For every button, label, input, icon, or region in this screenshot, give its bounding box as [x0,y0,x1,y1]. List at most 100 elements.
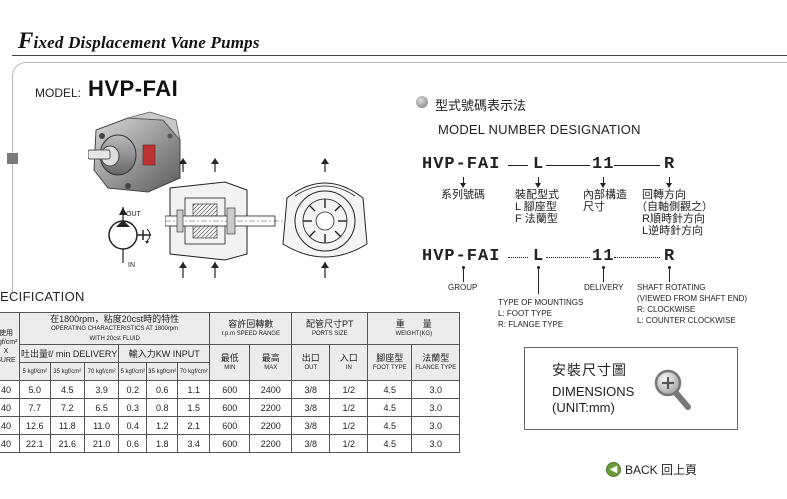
table-cell: 22.1 [19,434,51,453]
table-cell: 2200 [249,398,293,417]
leader-line [538,268,539,294]
back-link[interactable]: ◀ BACK 回上頁 [606,461,697,478]
code-dash [508,165,528,166]
table-cell: 2200 [249,416,293,435]
back-label: BACK 回上頁 [625,463,698,477]
label-mount-zh: F 法蘭型 [515,213,558,225]
table-cell: 4.5 [367,416,413,435]
spec-header-delivery: 吐出量ℓ/ min DELIVERY [18,344,120,363]
table-cell: 3.0 [411,416,461,435]
code-series: HVP-FAI [422,247,501,266]
model-label: MODEL: [35,86,82,100]
table-cell: 3/8 [291,416,331,435]
label-rotation-zh: L逆時針方向 [642,225,704,237]
table-cell: 3/8 [291,398,331,417]
zoom-in-icon[interactable] [654,369,692,411]
table-cell: 21.0 [83,434,120,453]
label-rotation-en: SHAFT ROTATING [637,283,706,292]
leader-dot [602,266,605,269]
label-rotation-zh: 回轉方向 [642,189,686,201]
table-cell: 11.8 [49,416,85,435]
table-cell: 1/2 [329,398,369,417]
arrow-down-icon [600,183,606,188]
code-dash [546,165,590,166]
table-cell: 1.5 [177,398,211,417]
table-cell: 3.0 [411,434,461,453]
table-cell: 6.5 [83,398,120,417]
label-delivery-en: DELIVERY [584,283,624,292]
table-cell: 600 [209,380,251,399]
table-cell: 40 [0,416,20,435]
back-arrow-icon: ◀ [606,462,621,477]
spec-header-p35: 35 kgf/cm² [49,362,85,381]
table-cell: 4.5 [367,380,413,399]
table-cell: 1.8 [146,434,179,453]
table-cell: 3.9 [83,380,120,399]
table-cell: 1.1 [177,380,211,399]
table-cell: 12.6 [19,416,51,435]
label-series-zh: 系列號碼 [441,189,485,201]
table-cell: 3/8 [291,380,331,399]
table-cell: 1.2 [146,416,179,435]
dimensions-title-en: DIMENSIONS [552,384,635,399]
code-dash [546,257,590,258]
page-title: Fixed Displacement Vane Pumps [18,28,260,53]
code-dash [508,257,528,258]
table-cell: 40 [0,434,20,453]
code-series: HVP-FAI [422,155,501,174]
label-rotation-en: R: CLOCKWISE [637,305,696,314]
cross-section-drawing [165,158,283,278]
leader-line [669,177,670,185]
spec-header-row: 使用kgf/cm²XSURE 在1800rpm，粘度20cst時的特性 OPER… [0,312,461,381]
table-cell: 0.2 [118,380,148,399]
label-mount-zh: L 腳座型 [515,201,557,213]
spec-header-p70: 70 kgf/cm² [83,362,120,381]
table-cell: 3.0 [411,380,461,399]
label-rotation-zh: R順時針方向 [642,213,705,225]
label-size-zh: 內部構造 [583,189,627,201]
header-divider [12,55,787,56]
leader-line [463,177,464,185]
table-cell: 4.5 [367,434,413,453]
designation-heading-en: MODEL NUMBER DESIGNATION [438,122,641,137]
spec-header-input: 輸入力KW INPUT [118,344,211,363]
spec-table: 使用kgf/cm²XSURE 在1800rpm，粘度20cst時的特性 OPER… [0,312,461,453]
code-dash [614,257,660,258]
hydraulic-pump-symbol [108,207,151,263]
table-cell: 11.0 [83,416,120,435]
table-cell: 40 [0,380,20,399]
leader-line [603,268,604,282]
arrow-down-icon [535,183,541,188]
leader-line [603,177,604,185]
leader-line [463,268,464,282]
leader-dot [462,266,465,269]
code-mount: L [533,247,545,266]
table-cell: 7.7 [19,398,51,417]
spec-header-p70: 70 kgf/cm² [177,362,211,381]
code-rotation: R [664,155,676,174]
leader-dot [668,266,671,269]
dimensions-title-zh: 安裝尺寸圖 [552,362,627,378]
spec-pressure-row: 5 kgf/cm² 35 kgf/cm² 70 kgf/cm² 5 kgf/cm… [0,362,460,381]
out-label: OUT [126,211,141,218]
label-rotation-en: L: COUNTER CLOCKWISE [637,316,736,325]
table-cell: 2200 [249,434,293,453]
dimensions-link[interactable] [524,347,738,430]
code-dash [614,165,660,166]
spec-header-p35: 35 kgf/cm² [146,362,179,381]
table-cell: 0.6 [118,434,148,453]
table-cell: 0.3 [118,398,148,417]
label-group-en: GROUP [448,283,478,292]
table-cell: 1/2 [329,434,369,453]
table-cell: 7.2 [49,398,85,417]
arrow-down-icon [666,183,672,188]
label-size-zh: 尺寸 [583,201,605,213]
table-cell: 1/2 [329,416,369,435]
